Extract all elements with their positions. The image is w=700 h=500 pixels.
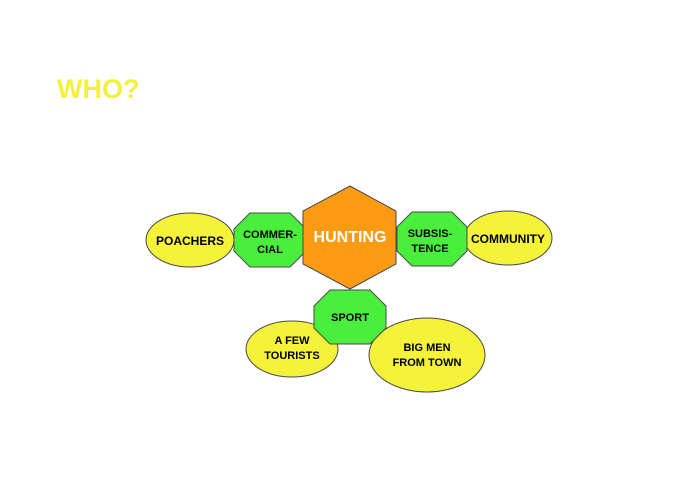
category-commercial-label-line2: CIAL	[257, 244, 283, 256]
actor-tourists-shape	[245, 320, 339, 378]
category-commercial-shape	[233, 212, 307, 268]
center-hunting-label: HUNTING	[314, 229, 387, 246]
actor-big-men-shape	[368, 317, 486, 393]
actor-community: COMMUNITY	[463, 210, 553, 266]
category-subsistence-label-line1: SUBSIS-	[408, 228, 453, 240]
category-subsistence-shape	[396, 211, 468, 267]
actor-community-label: COMMUNITY	[471, 232, 545, 246]
actor-big-men-label-line2: FROM TOWN	[393, 357, 462, 369]
center-hunting-shape	[302, 185, 397, 290]
actor-tourists-label-line2: TOURISTS	[264, 350, 319, 362]
page-title: WHO?	[57, 74, 140, 104]
actor-big-men-label-line1: BIG MEN	[403, 342, 450, 354]
actor-big-men: BIG MEN FROM TOWN	[368, 317, 486, 393]
category-commercial: COMMER- CIAL	[233, 212, 307, 268]
actor-poachers-label: POACHERS	[156, 234, 224, 248]
center-hunting: HUNTING	[302, 185, 397, 290]
category-sport-label: SPORT	[331, 312, 369, 324]
category-commercial-label-line1: COMMER-	[243, 229, 297, 241]
actor-tourists-label-line1: A FEW	[274, 335, 310, 347]
actor-tourists: A FEW TOURISTS	[245, 320, 339, 378]
category-sport: SPORT	[313, 289, 387, 345]
category-sport-shape	[313, 289, 387, 345]
category-subsistence-label-line2: TENCE	[411, 243, 448, 255]
actor-poachers: POACHERS	[145, 212, 235, 268]
category-subsistence: SUBSIS- TENCE	[396, 211, 468, 267]
